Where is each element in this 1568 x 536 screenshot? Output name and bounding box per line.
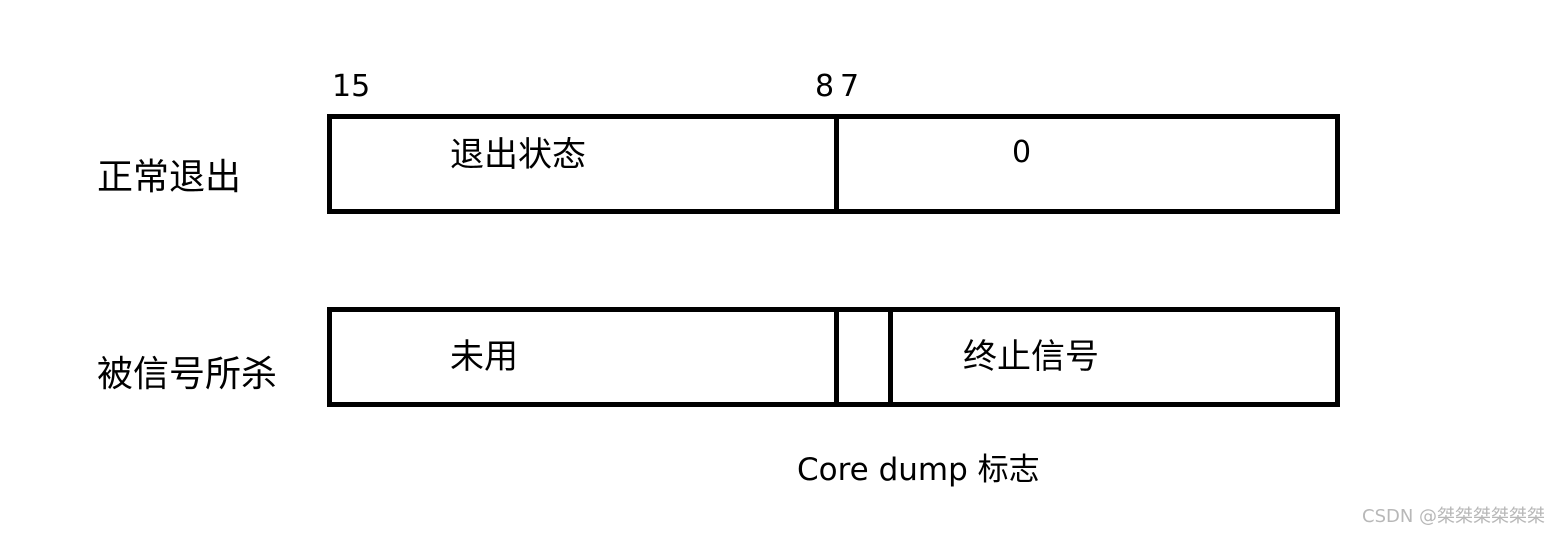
bit-label-8: 8: [815, 69, 835, 104]
bit-label-15: 15: [332, 69, 371, 104]
field-unused: 未用: [450, 337, 518, 377]
watermark: CSDN @桀桀桀桀桀桀: [1362, 506, 1546, 527]
bit-label-7: 7: [840, 69, 860, 104]
bit-divider: [834, 312, 839, 402]
field-termination-signal: 终止信号: [963, 337, 1099, 377]
normal-exit-status-box: [327, 114, 1340, 214]
row-label-killed-by-signal: 被信号所杀: [97, 354, 278, 395]
field-exit-status: 退出状态: [450, 135, 586, 175]
killed-by-signal-status-box: [327, 307, 1340, 407]
core-dump-bit-divider: [888, 312, 893, 402]
core-dump-flag-label: Core dump 标志: [797, 452, 1040, 488]
field-low-byte-zero: 0: [1012, 135, 1032, 170]
bit-divider: [834, 119, 839, 209]
row-label-normal-exit: 正常退出: [97, 157, 242, 198]
